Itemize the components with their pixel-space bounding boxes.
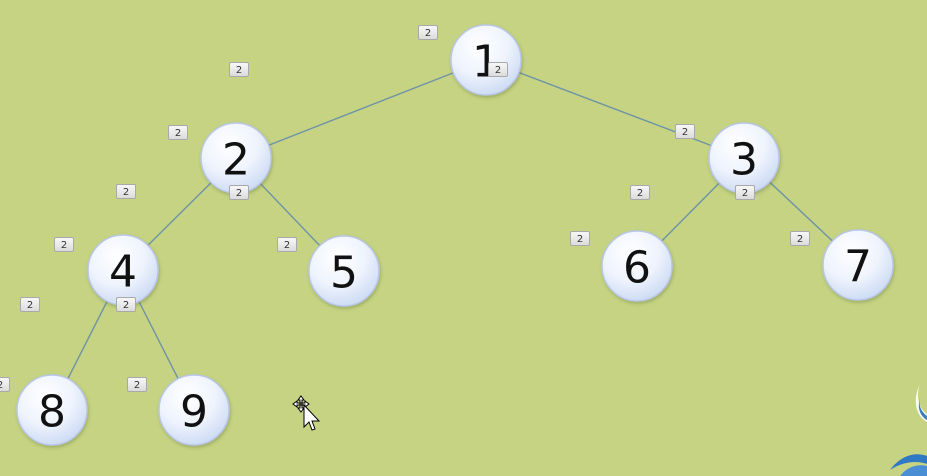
badge-label: 2 bbox=[630, 185, 650, 200]
tree-node-circle bbox=[450, 24, 522, 96]
badge-label: 2 bbox=[488, 62, 508, 77]
tree-node-circle bbox=[822, 229, 894, 301]
badge-label: 2 bbox=[0, 377, 10, 392]
tree-node-label: 9 bbox=[180, 387, 208, 438]
tree-node-8: 8 bbox=[16, 374, 88, 446]
tree-node-circle bbox=[158, 374, 230, 446]
tree-node-label: 7 bbox=[844, 242, 872, 293]
tree-node-label: 2 bbox=[222, 135, 250, 186]
tree-node-circle bbox=[16, 374, 88, 446]
tree-node-7: 7 bbox=[822, 229, 894, 301]
badge-label: 2 bbox=[418, 25, 438, 40]
tree-node-label: 6 bbox=[623, 243, 651, 294]
tree-node-2: 2 bbox=[200, 122, 272, 194]
tree-node-label: 4 bbox=[109, 247, 137, 298]
tree-node-label: 5 bbox=[330, 248, 358, 299]
tree-node-label: 8 bbox=[38, 387, 66, 438]
tree-node-3: 3 bbox=[708, 122, 780, 194]
badge-label: 2 bbox=[116, 184, 136, 199]
badge-label: 2 bbox=[116, 297, 136, 312]
badge-label: 2 bbox=[229, 62, 249, 77]
tree-node-label: 3 bbox=[730, 135, 758, 186]
tree-node-1: 1 bbox=[450, 24, 522, 96]
badge-label: 2 bbox=[675, 124, 695, 139]
tree-node-circle bbox=[601, 230, 673, 302]
badge-label: 2 bbox=[570, 231, 590, 246]
badge-label: 2 bbox=[735, 185, 755, 200]
tree-node-circle bbox=[308, 235, 380, 307]
tree-edge-n1-n3 bbox=[485, 59, 745, 159]
badge-label: 2 bbox=[127, 377, 147, 392]
edges-layer bbox=[51, 59, 859, 411]
tree-edge-n1-n2 bbox=[235, 59, 487, 159]
badge-label: 2 bbox=[790, 231, 810, 246]
tree-node-5: 5 bbox=[308, 235, 380, 307]
corner-logo-fragment bbox=[890, 384, 927, 476]
badge-label: 2 bbox=[54, 237, 74, 252]
badge-label: 2 bbox=[20, 297, 40, 312]
tree-node-4: 4 bbox=[87, 234, 159, 306]
tree-node-9: 9 bbox=[158, 374, 230, 446]
tree-node-6: 6 bbox=[601, 230, 673, 302]
badge-label: 2 bbox=[168, 125, 188, 140]
badge-label: 2 bbox=[229, 185, 249, 200]
move-cursor-icon bbox=[292, 395, 321, 431]
badge-label: 2 bbox=[277, 237, 297, 252]
